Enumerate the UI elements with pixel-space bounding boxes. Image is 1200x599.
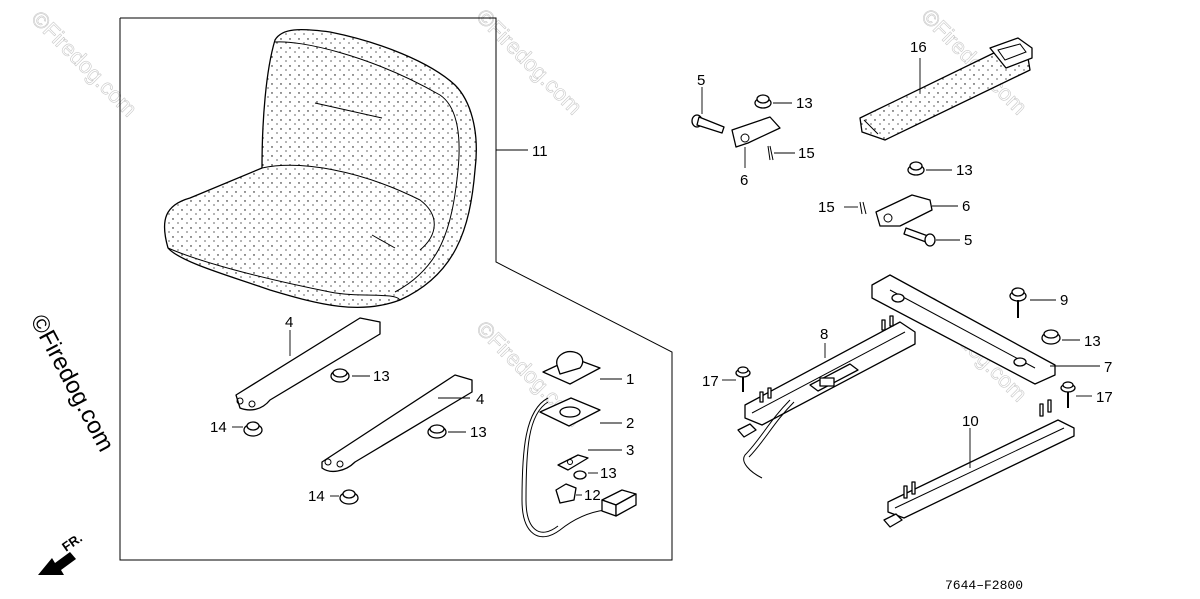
callout-10: 10 [962, 413, 979, 430]
callout-13-c: 13 [600, 465, 617, 482]
collar-14-a [243, 421, 263, 437]
callout-13-f: 13 [1084, 333, 1101, 350]
bolt-part-5-b [903, 227, 936, 247]
callout-13-e: 13 [956, 162, 973, 179]
clamp-part-3 [557, 454, 589, 471]
watermark-text: ©Firedog.com [25, 310, 120, 456]
callout-4-upper: 4 [285, 314, 293, 331]
seat-switch-part-1 [542, 350, 601, 385]
hinge-stay-upper [235, 317, 381, 411]
callout-14-a: 14 [210, 419, 227, 436]
connector-clip-part-12 [555, 483, 577, 504]
callout-4-lower: 4 [476, 391, 484, 408]
seat-strap-part-16 [859, 37, 1033, 141]
seat-part-11 [163, 28, 477, 309]
clip-part-15-b [859, 201, 867, 215]
callout-2: 2 [626, 415, 634, 432]
nut-13-c [573, 470, 587, 480]
hinge-stay-lower [321, 374, 473, 473]
switch-harness-wire [521, 397, 606, 538]
adjuster-lever [743, 399, 791, 479]
callout-6-a: 6 [740, 172, 748, 189]
callout-5-b: 5 [964, 232, 972, 249]
callout-5-a: 5 [697, 72, 705, 89]
bolt-part-17-a [735, 366, 751, 392]
callout-17-a: 17 [702, 373, 719, 390]
bracket-part-6-a [731, 116, 781, 148]
callout-11: 11 [532, 143, 548, 160]
rail-part-7 [871, 274, 1056, 385]
nut-13-e [907, 161, 925, 176]
nut-13-b [427, 424, 447, 439]
collar-14-b [339, 489, 359, 505]
callout-13-a: 13 [373, 368, 390, 385]
clip-part-15-a [767, 145, 774, 161]
nut-13-d [754, 94, 772, 109]
svg-text:©Firedog.com: ©Firedog.com [26, 6, 142, 122]
rail-part-8 [737, 315, 916, 438]
svg-text:©Firedog.com: ©Firedog.com [471, 4, 587, 120]
bolt-part-9 [1009, 287, 1027, 318]
bolt-part-17-b [1060, 381, 1076, 408]
callout-12: 12 [584, 487, 601, 504]
switch-harness-wire-2 [525, 401, 559, 533]
callout-13-d: 13 [796, 95, 813, 112]
drawing-code: 7644–F2800 [945, 578, 1023, 593]
callout-17-b: 17 [1096, 389, 1113, 406]
front-direction-arrow-icon [38, 552, 76, 575]
rail-part-10 [883, 399, 1075, 528]
callout-14-b: 14 [308, 488, 325, 505]
nut-13-a [330, 368, 350, 383]
callout-6-b: 6 [962, 198, 970, 215]
seat-assembly-boundary [119, 17, 673, 561]
callout-9: 9 [1060, 292, 1068, 309]
callout-8: 8 [820, 326, 828, 343]
callout-15-b: 15 [818, 199, 835, 216]
adjuster-lever-2 [748, 401, 795, 458]
callout-13-b: 13 [470, 424, 487, 441]
bracket-part-6-b [875, 194, 933, 227]
harness-connector [601, 489, 637, 517]
callout-15-a: 15 [798, 145, 815, 162]
callout-7: 7 [1104, 359, 1112, 376]
bolt-part-5-a [691, 114, 725, 134]
callout-16: 16 [910, 39, 927, 56]
switch-plate-part-2 [539, 397, 601, 427]
direction-label: FR. [59, 530, 85, 554]
callout-3: 3 [626, 442, 634, 459]
callout-1: 1 [626, 371, 634, 388]
nut-13-f [1041, 329, 1061, 345]
